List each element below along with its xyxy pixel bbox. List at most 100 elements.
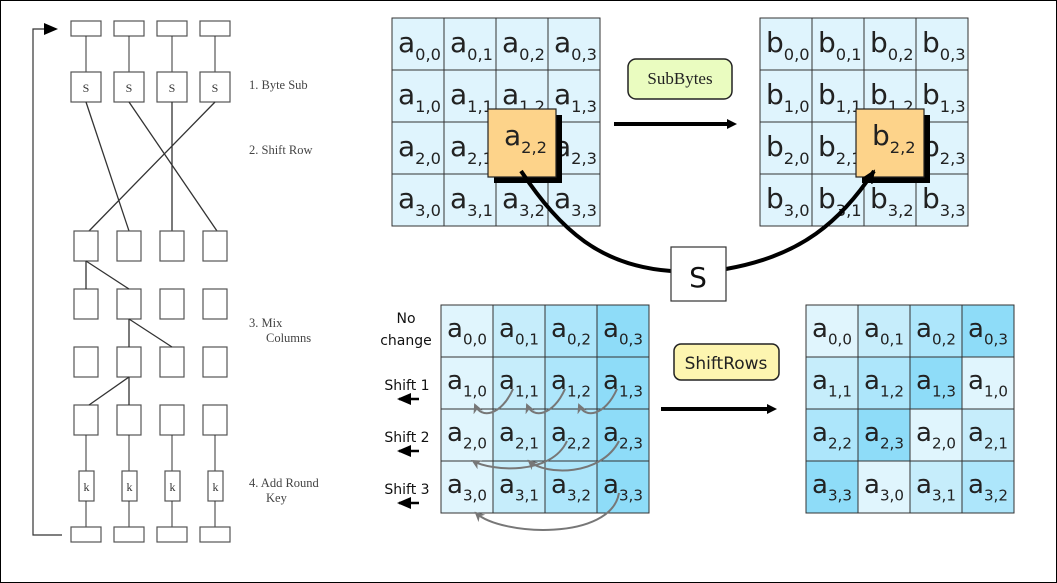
state-cell-label: a1,1 bbox=[450, 78, 493, 116]
row-shift-label: No bbox=[396, 311, 415, 327]
cell-symbol: b bbox=[766, 26, 784, 59]
round-key-label: k bbox=[170, 480, 176, 494]
round-key-label: k bbox=[213, 480, 219, 494]
input-byte-box bbox=[199, 20, 231, 37]
cell-subscript: 2,1 bbox=[467, 149, 493, 168]
state-cell-label: b1,3 bbox=[922, 78, 966, 116]
cell-symbol: a bbox=[499, 314, 515, 344]
cell-symbol: b bbox=[870, 78, 888, 111]
cell-symbol: a bbox=[812, 366, 828, 396]
sbox-label: S bbox=[212, 81, 219, 95]
shiftrows-label: ShiftRows bbox=[685, 354, 768, 374]
shift-move-arrow bbox=[471, 440, 568, 470]
cell-subscript: 3,2 bbox=[567, 486, 591, 504]
cell-symbol: a bbox=[447, 314, 463, 344]
round-key-label: k bbox=[127, 480, 133, 494]
row-shift-label: change bbox=[380, 333, 432, 349]
shift-row-line bbox=[128, 101, 218, 232]
state-cell bbox=[440, 304, 494, 358]
cell-symbol: a bbox=[450, 26, 467, 59]
cell-symbol: a bbox=[916, 366, 932, 396]
cell-subscript: 3,2 bbox=[519, 201, 545, 220]
mix-column-box bbox=[159, 230, 185, 262]
cell-symbol: b bbox=[766, 182, 784, 215]
cell-subscript: 3,0 bbox=[880, 486, 904, 504]
state-cell bbox=[391, 69, 445, 123]
cell-symbol: a bbox=[551, 366, 567, 396]
state-cell bbox=[391, 121, 445, 175]
cell-symbol: a bbox=[450, 182, 467, 215]
cell-symbol: a bbox=[864, 470, 880, 500]
state-cell-label: a1,0 bbox=[968, 366, 1008, 400]
cell-subscript: 2,1 bbox=[515, 434, 539, 452]
cell-symbol: a bbox=[447, 418, 463, 448]
state-cell-label: a3,3 bbox=[554, 182, 597, 220]
subbytes-label-box bbox=[627, 58, 733, 100]
cell-subscript: 1,1 bbox=[515, 382, 539, 400]
state-cell bbox=[805, 408, 859, 462]
state-cell-label: a1,3 bbox=[603, 366, 643, 400]
state-cell bbox=[440, 460, 494, 514]
mix-column-box bbox=[116, 230, 142, 262]
cell-subscript: 1,1 bbox=[828, 382, 852, 400]
sbox-label: S bbox=[169, 81, 176, 95]
mix-column-line bbox=[85, 260, 130, 290]
mix-column-box bbox=[116, 288, 142, 320]
shiftrows-label-box bbox=[673, 343, 780, 381]
cell-symbol: b bbox=[922, 78, 940, 111]
cell-symbol: a bbox=[603, 314, 619, 344]
sbox-box bbox=[113, 71, 145, 103]
cell-subscript: 1,3 bbox=[940, 97, 966, 116]
state-cell-label: a2,2 bbox=[551, 418, 591, 452]
cell-subscript: 1,0 bbox=[784, 97, 810, 116]
state-cell-label: a2,0 bbox=[447, 418, 487, 452]
state-cell-label: a0,0 bbox=[447, 314, 487, 348]
input-byte-box bbox=[70, 20, 102, 37]
cell-subscript: 1,1 bbox=[467, 97, 493, 116]
state-cell-label: b3,0 bbox=[766, 182, 810, 220]
output-byte-box bbox=[156, 526, 188, 543]
subbytes-label: SubBytes bbox=[647, 69, 712, 88]
state-cell-label: b3,1 bbox=[818, 182, 862, 220]
cell-subscript: 0,1 bbox=[836, 45, 862, 64]
state-cell bbox=[961, 460, 1015, 514]
cell-symbol: a bbox=[551, 314, 567, 344]
cell-symbol: a bbox=[499, 470, 515, 500]
cell-subscript: 2,0 bbox=[463, 434, 487, 452]
row-shift-label: Shift 3 bbox=[384, 482, 429, 498]
cell-subscript: 3,1 bbox=[836, 201, 862, 220]
cell-symbol: a bbox=[398, 26, 415, 59]
state-cell-label: a1,1 bbox=[499, 366, 539, 400]
cell-symbol: a bbox=[916, 314, 932, 344]
cell-symbol: a bbox=[812, 314, 828, 344]
input-byte-box bbox=[113, 20, 145, 37]
output-byte-box bbox=[199, 526, 231, 543]
mix-column-line bbox=[128, 318, 173, 348]
cell-subscript: 3,0 bbox=[463, 486, 487, 504]
cell-symbol: a bbox=[916, 470, 932, 500]
mix-column-box bbox=[73, 346, 99, 378]
row-shift-label: Shift 2 bbox=[384, 430, 429, 446]
cell-subscript: 2,3 bbox=[571, 149, 597, 168]
cell-symbol: b bbox=[870, 26, 888, 59]
state-cell-label: a3,1 bbox=[450, 182, 493, 220]
cell-subscript: 1,3 bbox=[932, 382, 956, 400]
cell-subscript: 1,1 bbox=[836, 97, 862, 116]
step-label: 1. Byte Sub bbox=[249, 78, 308, 92]
shift-move-arrow bbox=[473, 388, 514, 415]
state-cell bbox=[596, 460, 650, 514]
state-cell-label: a3,2 bbox=[502, 182, 545, 220]
state-cell-label: a0,2 bbox=[551, 314, 591, 348]
state-cell-label: a2,1 bbox=[968, 418, 1008, 452]
cell-subscript: 3,3 bbox=[571, 201, 597, 220]
state-cell-label: a0,0 bbox=[812, 314, 852, 348]
state-cell-label: a3,2 bbox=[551, 470, 591, 504]
state-cell-label: b0,2 bbox=[870, 26, 914, 64]
input-byte-box bbox=[156, 20, 188, 37]
cell-subscript: 2,1 bbox=[984, 434, 1008, 452]
sbox-output-curve bbox=[725, 169, 876, 271]
cell-symbol: a bbox=[864, 366, 880, 396]
